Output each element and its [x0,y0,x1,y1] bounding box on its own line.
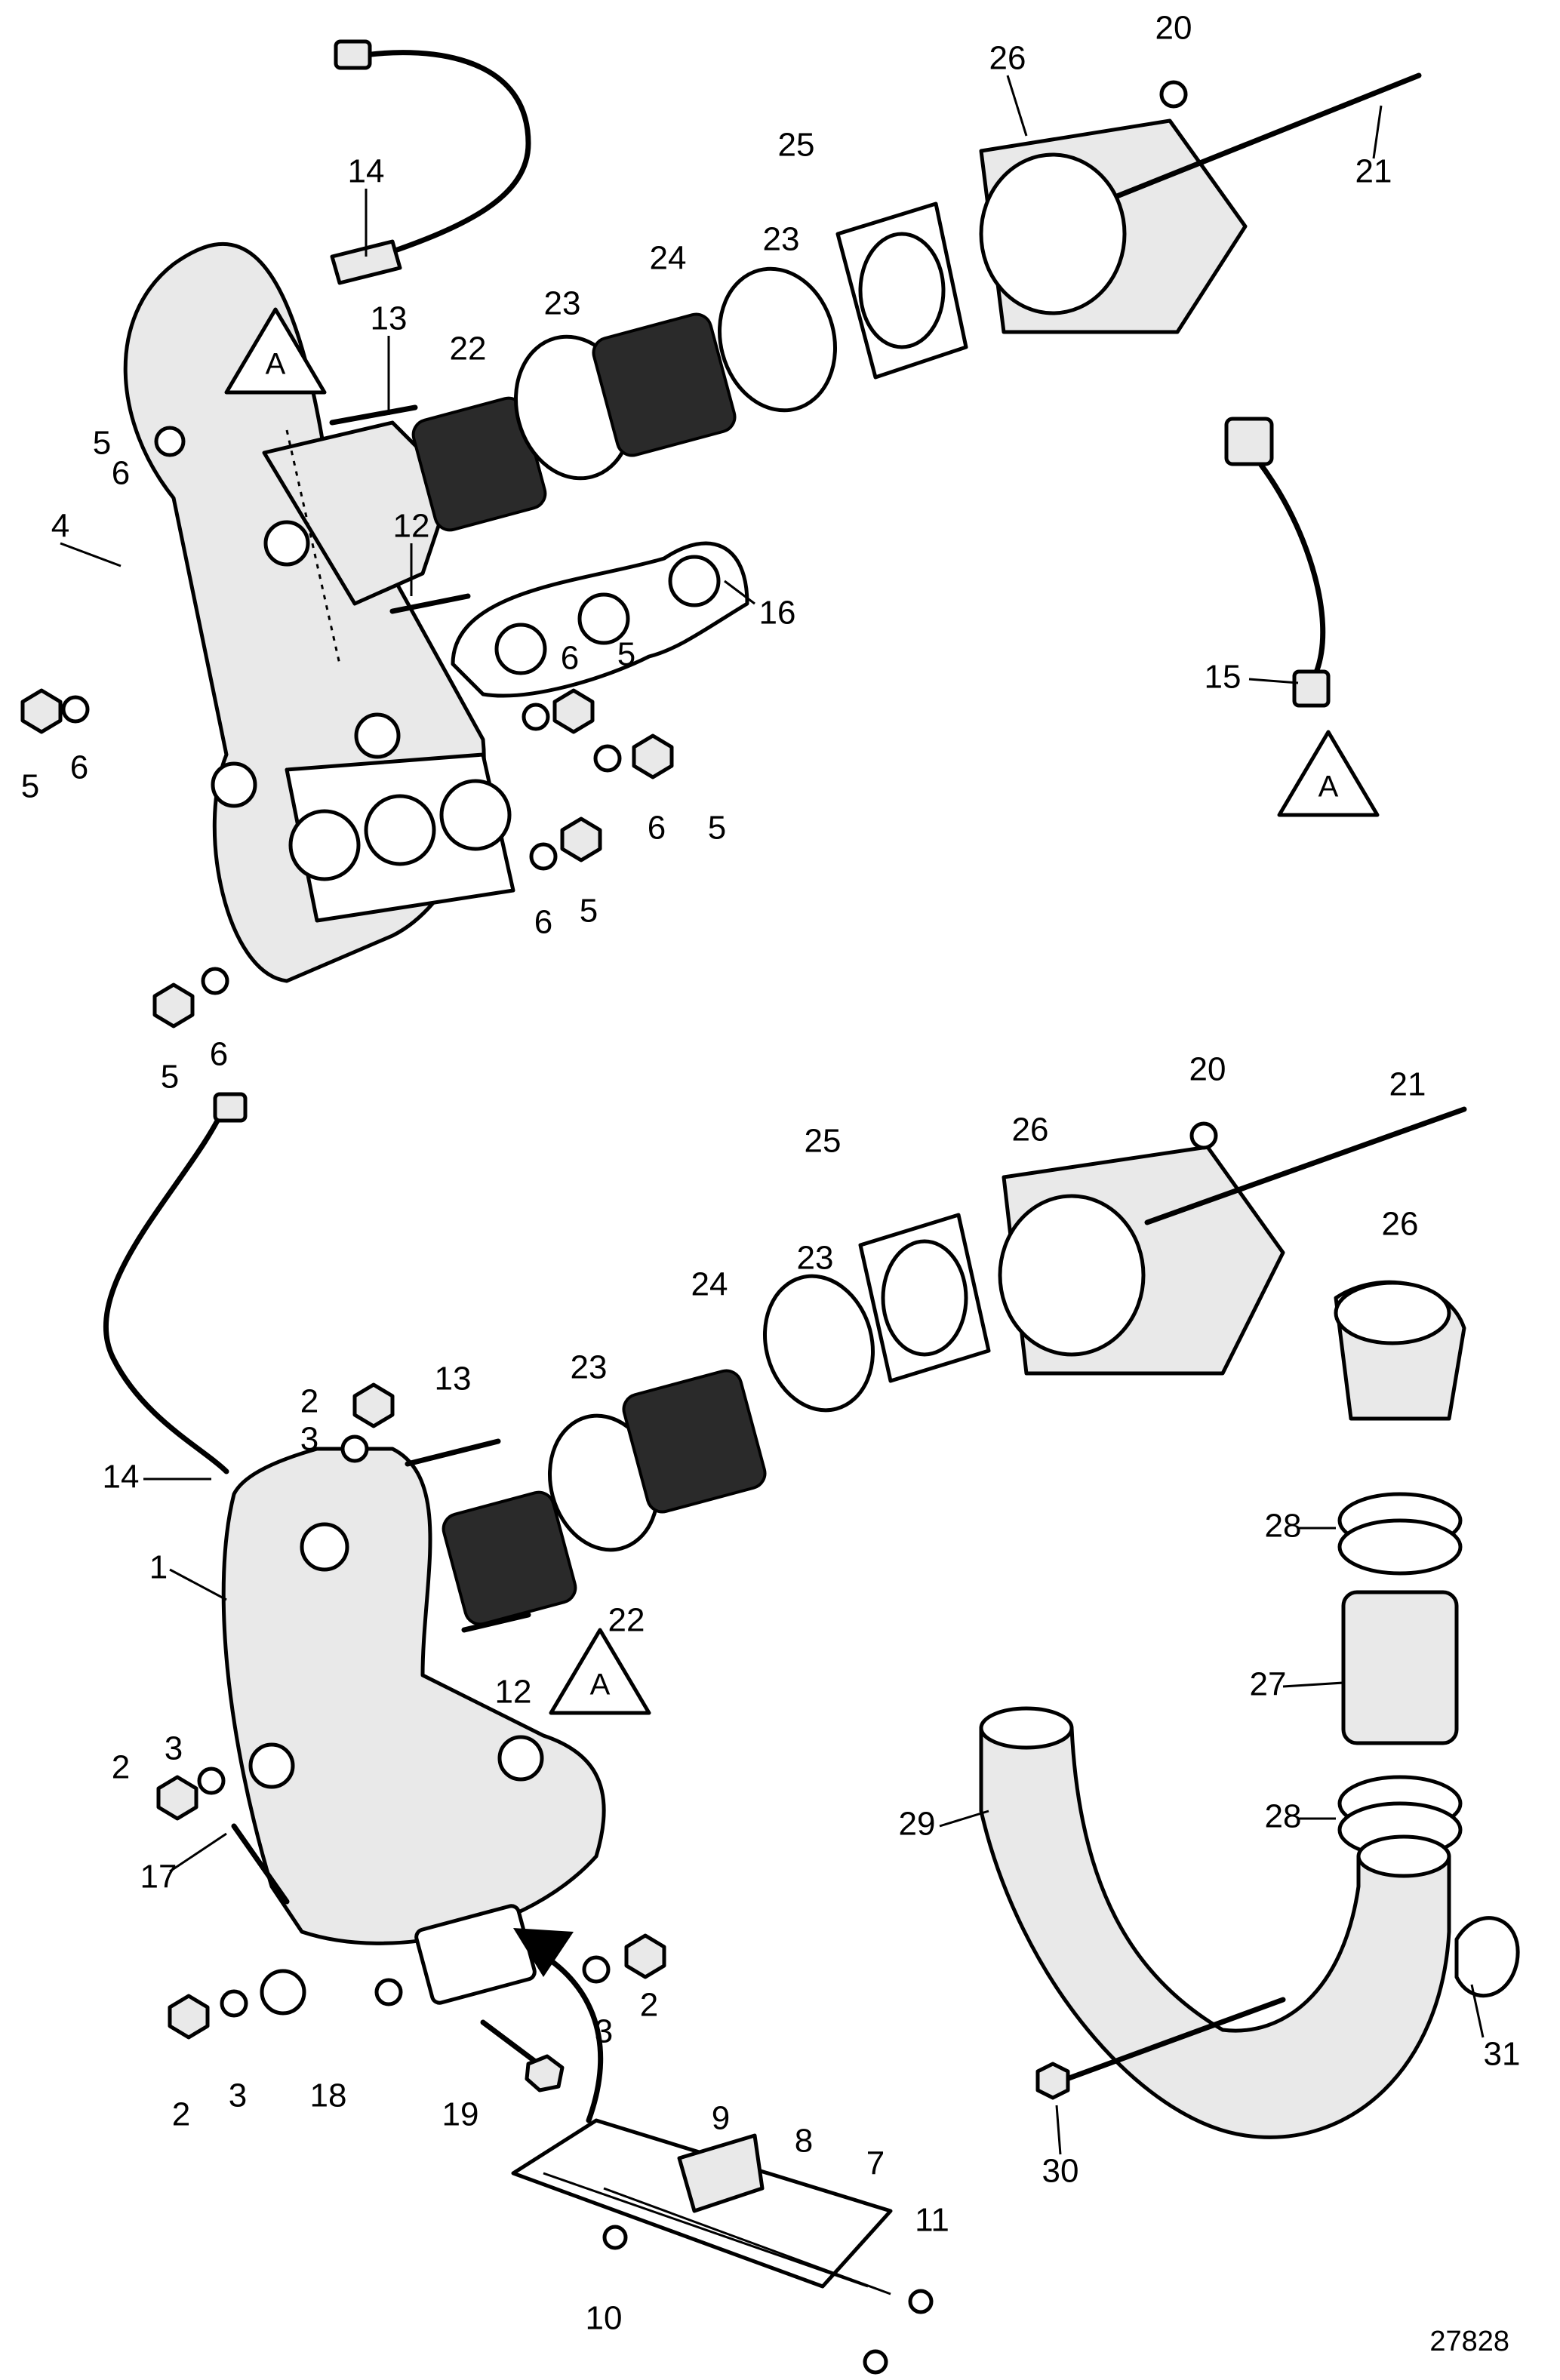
reference-marker-a-right: A [1318,770,1339,804]
callout: 1 [149,1549,168,1586]
callout: 7 [866,2145,885,2182]
callout: 2 [172,2096,190,2133]
callout: 22 [608,1602,645,1639]
callout: 20 [1155,10,1192,47]
drawing-number: 27828 [1429,2326,1509,2357]
callout: 14 [103,1459,140,1496]
callout: 21 [1355,153,1392,190]
callout: 23 [797,1240,834,1277]
callout: 26 [1382,1206,1419,1243]
callout: 26 [1012,1112,1049,1148]
callout: 30 [1042,2153,1079,2190]
callout: 28 [1265,1798,1302,1835]
upper-callouts: 14 13 22 23 24 23 25 26 20 21 5 6 4 12 1… [21,10,1392,1096]
callout: 21 [1389,1066,1426,1103]
callout: 26 [989,40,1026,77]
callout: 9 [712,2100,730,2137]
callout: 31 [1484,2036,1521,2073]
callout: 10 [586,2300,623,2337]
callout: 5 [708,810,726,847]
callout: 5 [93,425,111,462]
callout: 25 [805,1123,842,1160]
callout: 6 [112,455,130,492]
callout: 5 [161,1059,179,1096]
callout: 22 [450,331,487,367]
reference-marker-a-lower: A [590,1668,611,1702]
callout: 12 [495,1674,532,1711]
callout: 6 [534,904,552,941]
callout: 4 [51,508,69,545]
callout: 2 [112,1749,130,1786]
callout: 2 [300,1383,318,1420]
callout: 23 [544,285,581,322]
callout: 28 [1265,1508,1302,1545]
callout: 13 [435,1361,472,1398]
callout: 3 [229,2077,247,2114]
callout: 5 [21,768,39,805]
callout: 23 [571,1349,608,1386]
callout: 6 [561,640,579,677]
callout: 13 [371,300,408,337]
reference-marker-a-upper: A [266,348,286,381]
lower-assembly [103,1092,1520,2375]
callout: 2 [640,1987,658,2024]
callout: 17 [140,1859,177,1896]
callout: 27 [1250,1666,1287,1703]
callout: 14 [348,153,385,190]
callout: 6 [648,810,666,847]
callout: 15 [1205,659,1242,696]
callout: 5 [617,636,635,673]
callout: 3 [165,1730,183,1767]
callout: 29 [899,1806,936,1843]
callout: 5 [580,893,598,930]
callout: 19 [442,2096,479,2133]
callout: 24 [691,1266,728,1303]
callout: 6 [210,1036,228,1073]
callout: 18 [310,2077,347,2114]
callout: 20 [1189,1051,1226,1088]
callout: 6 [70,749,88,786]
callout: 11 [915,2202,949,2239]
callout: 23 [763,221,800,258]
callout: 25 [778,127,815,164]
callout: 16 [759,595,796,632]
upper-assembly [20,39,1422,1029]
reference-marker-group: A A A [224,307,1380,1715]
callout: 3 [300,1421,318,1458]
callout: 12 [393,508,430,545]
callout: 3 [595,2013,613,2050]
lower-callouts: 20 21 26 25 24 23 23 26 13 2 3 14 22 28 … [103,1051,1521,2337]
callout: 8 [795,2123,813,2160]
callout: 24 [650,240,687,277]
